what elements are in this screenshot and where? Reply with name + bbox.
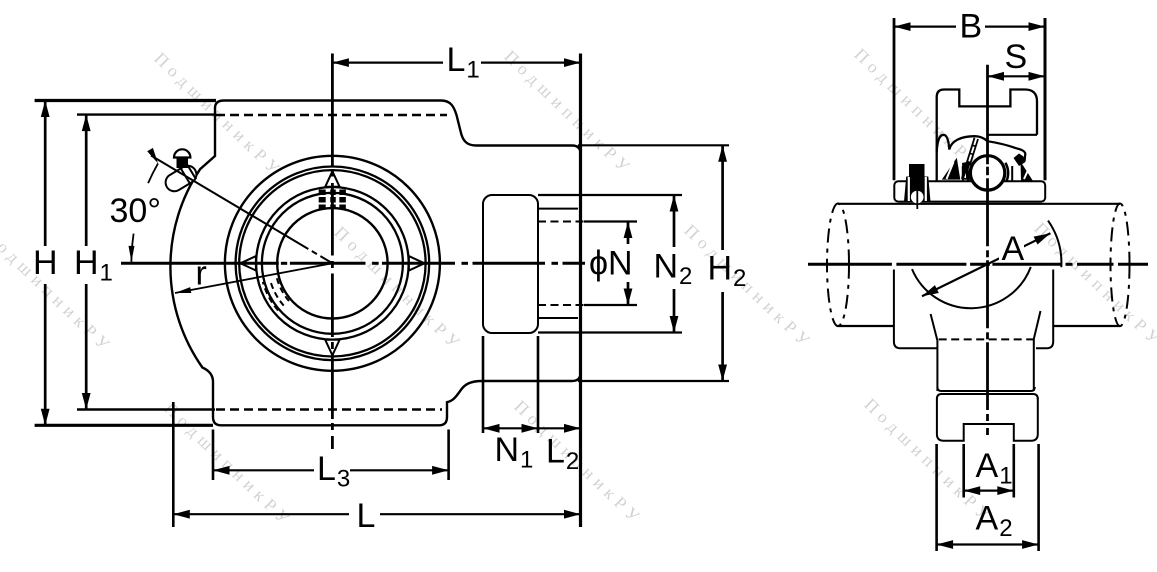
- svg-text:1: 1: [466, 57, 479, 84]
- svg-text:ϕN: ϕN: [589, 245, 633, 283]
- svg-text:A: A: [976, 500, 999, 538]
- svg-text:A: A: [976, 447, 999, 485]
- svg-text:2: 2: [566, 448, 579, 475]
- svg-text:L: L: [317, 450, 336, 488]
- svg-text:H: H: [74, 244, 99, 282]
- svg-text:N: N: [495, 431, 520, 469]
- svg-text:H: H: [708, 250, 733, 288]
- svg-text:1: 1: [100, 260, 113, 287]
- svg-text:L: L: [447, 41, 466, 79]
- svg-text:3: 3: [337, 466, 350, 493]
- svg-text:1: 1: [999, 463, 1012, 490]
- svg-text:N: N: [654, 248, 679, 286]
- svg-text:2: 2: [679, 263, 692, 290]
- svg-text:L: L: [357, 497, 376, 535]
- svg-text:30°: 30°: [110, 192, 161, 230]
- svg-text:A: A: [1002, 230, 1025, 268]
- svg-text:2: 2: [999, 515, 1012, 542]
- svg-text:S: S: [1005, 38, 1028, 76]
- svg-text:1: 1: [520, 447, 533, 474]
- svg-text:L: L: [546, 433, 565, 471]
- svg-text:2: 2: [733, 265, 746, 292]
- svg-text:H: H: [33, 244, 58, 282]
- svg-text:r: r: [196, 255, 207, 293]
- svg-text:B: B: [960, 8, 983, 46]
